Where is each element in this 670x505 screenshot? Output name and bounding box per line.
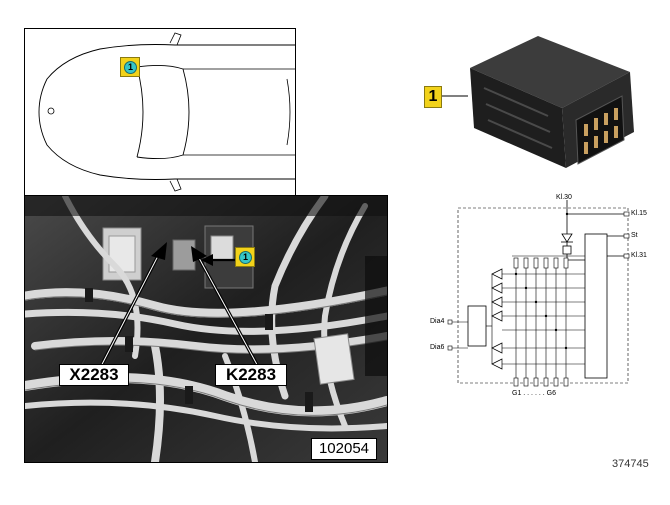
- car-location-panel: 1: [24, 28, 296, 196]
- terminal-kl31: Kl.31: [631, 252, 647, 259]
- photo-callout-1: 1: [235, 247, 255, 267]
- connector-label-x2283: X2283: [59, 364, 129, 386]
- car-callout-1: 1: [120, 57, 140, 77]
- terminal-st: St: [631, 232, 638, 239]
- callout-number: 1: [428, 88, 438, 105]
- figure-number: 374745: [612, 458, 649, 470]
- engine-bay-photo: [25, 196, 387, 462]
- photo-number: 102054: [311, 438, 377, 460]
- terminal-kl30: Kl.30: [556, 194, 572, 201]
- terminal-kl15: Kl.15: [631, 210, 647, 217]
- terminal-g-range: G1 . . . . . . G6: [512, 390, 556, 397]
- engine-photo-panel: 1 X2283 K2283 102054: [24, 195, 388, 463]
- terminal-dia6: Dia6: [430, 344, 445, 351]
- relay-component-image: [442, 36, 634, 168]
- car-outline: [38, 32, 295, 192]
- callout-number: 1: [124, 61, 137, 74]
- callout-number: 1: [239, 251, 252, 264]
- part-callout-1: 1: [424, 86, 442, 108]
- relay-label-k2283: K2283: [215, 364, 287, 386]
- relay-schematic: [447, 200, 630, 387]
- terminal-dia4: Dia4: [430, 318, 445, 325]
